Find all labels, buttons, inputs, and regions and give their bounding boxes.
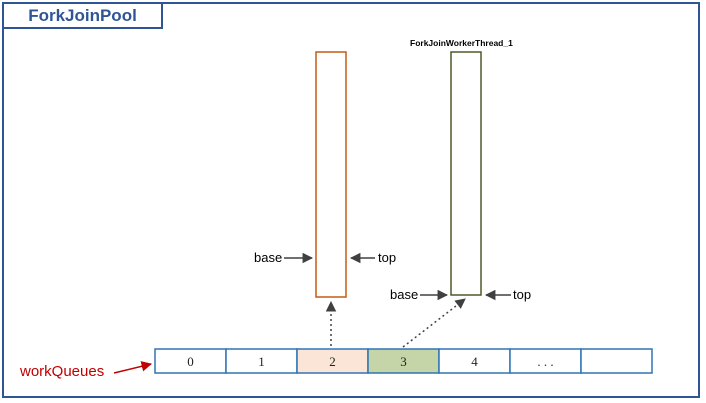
workqueues-arrow: [113, 361, 153, 374]
array-cell-label-1: 1: [258, 354, 265, 369]
workqueues-label: workQueues: [19, 363, 104, 380]
cell3-to-queue-b-link: [402, 298, 466, 348]
forkjoinpool-frame: [2, 2, 700, 398]
queue-a-top-label: top: [378, 250, 396, 265]
queue-b-column: [450, 51, 482, 296]
queue-a-base-label: base: [254, 250, 282, 265]
array-cell-1: [225, 348, 298, 374]
array-cell-label-5: . . .: [537, 354, 553, 369]
title-box: ForkJoinPool: [2, 2, 163, 29]
array-cell-label-0: 0: [187, 354, 194, 369]
queue-a-column: [315, 51, 347, 298]
pool-title: ForkJoinPool: [28, 6, 137, 25]
array-cell-label-3: 3: [400, 354, 407, 369]
array-cell-3: [367, 348, 440, 374]
queue-b-top-label: top: [513, 287, 531, 302]
worker-thread-label: ForkJoinWorkerThread_1: [410, 38, 513, 48]
workqueues-array: 0 1 2 3 4 . . .: [154, 348, 653, 374]
queue-b-base-label: base: [390, 287, 418, 302]
array-cell-6: [580, 348, 653, 374]
array-cell-2: [296, 348, 369, 374]
array-cell-0: [154, 348, 227, 374]
array-cell-label-2: 2: [329, 354, 336, 369]
array-cell-4: [438, 348, 511, 374]
array-cell-label-4: 4: [471, 354, 478, 369]
